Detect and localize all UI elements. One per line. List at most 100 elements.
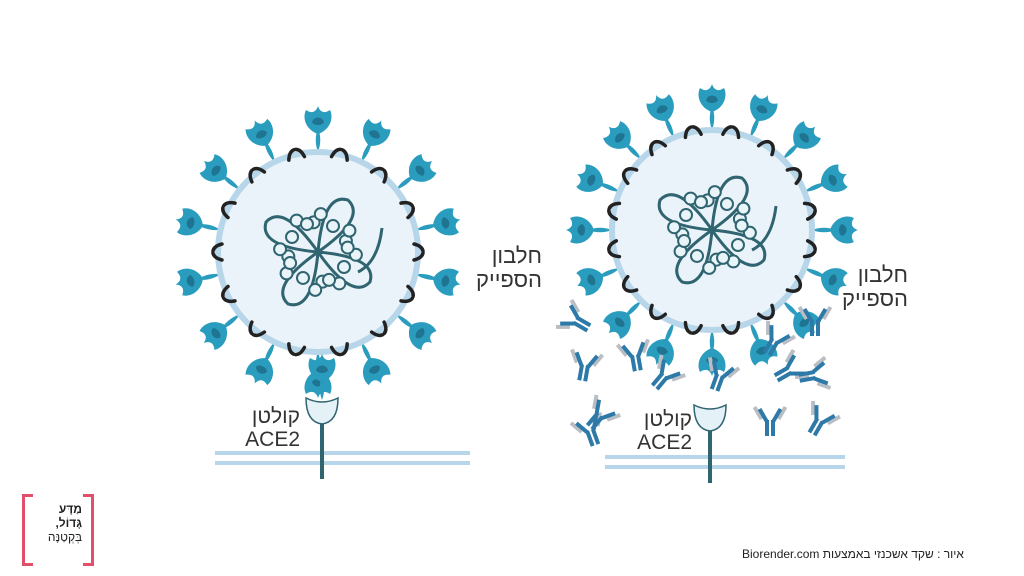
virus-particle [175,106,461,398]
membrane-protein-icon [287,342,307,357]
virus-particle [566,84,858,376]
rna-genome [657,175,778,285]
spike-protein-icon [199,314,240,350]
spike-protein-icon [175,268,221,296]
rna-node [273,242,288,257]
spike-protein-icon [750,322,778,366]
rna-node [716,250,731,265]
membrane-protein-icon [756,303,775,321]
rna-node [730,238,745,252]
spike-protein-icon [304,106,332,152]
membrane-protein-icon [683,125,703,140]
rna-node [336,260,351,274]
membrane-protein-icon [329,147,349,162]
ace2-receptor-icon [693,403,727,483]
membrane-protein-icon [649,303,668,321]
membrane-protein-icon [211,242,224,262]
antibody-icon [585,394,621,431]
ace2-receptor-label-left: קולטן ACE2 [236,405,300,451]
membrane-protein-icon [248,166,267,184]
spike-protein-icon [415,208,461,236]
membrane-protein-icon [369,320,388,338]
spike-protein-icon [396,314,437,350]
spike-protein-icon [361,118,391,162]
label-line: הספייק [842,286,908,311]
spike-protein-icon [175,208,221,236]
membrane-protein-icon [399,200,415,220]
rna-node [283,256,298,271]
label-line: קולטן [643,408,692,431]
spike-protein-icon [576,164,620,192]
membrane-protein-icon [329,342,349,357]
membrane-protein-icon [621,167,639,186]
spike-protein-icon [804,164,848,192]
membrane-protein-icon [802,201,817,221]
logo-line: מַדָּע [58,502,82,516]
membrane-protein-icon [649,139,668,157]
label-line: חלבון [857,262,908,287]
spike-protein-icon [646,322,674,366]
rna-node [285,230,300,244]
membrane-protein-icon [785,274,803,293]
spike-protein-icon [245,342,275,386]
membrane-protein-icon [721,125,741,140]
logo-text: מַדָּע גָּדוֹל, בְּקְטַנָּה [32,502,82,544]
membrane-protein-icon [221,200,237,220]
antibody-icon [798,355,832,390]
spike-protein-icon [804,268,848,296]
label-line: קולטן [251,405,300,428]
antibody-icon [615,338,650,372]
illustration-credit: איור : שקד אשכנזי באמצעות Biorender.com [742,547,964,561]
antibody-icon [707,357,741,392]
membrane-protein-icon [412,242,425,262]
antibody-icon [650,354,686,391]
antibody-icon [570,348,605,382]
logo-line: בְּקְטַנָּה [47,530,82,544]
spike-protein-label-left: חלבון הספייק [470,244,542,292]
rna-node [342,223,357,238]
rna-node [736,201,751,216]
rna-node [690,248,704,263]
membrane-protein-icon [221,284,237,304]
membrane-protein-icon [683,320,703,335]
spike-protein-icon [576,268,620,296]
membrane-protein-icon [785,167,803,186]
antibody-icon [807,400,841,437]
spike-protein-icon [308,354,336,400]
membrane-protein-icon [248,320,267,338]
logo-line: גָּדוֹל, [55,516,82,530]
spike-protein-icon [646,94,674,138]
ace2-receptor-label-right: קולטן ACE2 [628,408,692,454]
membrane-protein-icon [621,274,639,293]
spike-protein-icon [245,118,275,162]
rna-node [677,234,692,249]
membrane-protein-icon [721,320,741,335]
membrane-protein-icon [802,239,817,259]
antibody-icon [752,405,788,436]
spike-protein-icon [812,216,858,244]
spike-protein-icon [199,154,240,190]
membrane-protein-icon [607,239,622,259]
spike-protein-icon [415,268,461,296]
rna-node [720,197,734,212]
rna-node [340,240,355,255]
spike-protein-icon [603,121,642,160]
logo: מַדָּע גָּדוֹל, בְּקְטַנָּה [22,494,94,566]
spike-protein-icon [396,154,437,190]
rna-node [667,220,682,235]
rna-node [322,272,337,287]
rna-node [296,270,310,285]
rna-node [299,217,314,232]
spike-protein-icon [782,121,821,160]
logo-bracket-right [83,494,94,566]
antibody-icon [762,320,796,357]
label-line: חלבון [491,243,542,268]
membrane-protein-icon [607,201,622,221]
label-line: ACE2 [245,428,300,451]
membrane-protein-icon [756,139,775,157]
membrane-protein-icon [369,166,388,184]
rna-node [734,218,749,233]
spike-protein-icon [566,216,612,244]
